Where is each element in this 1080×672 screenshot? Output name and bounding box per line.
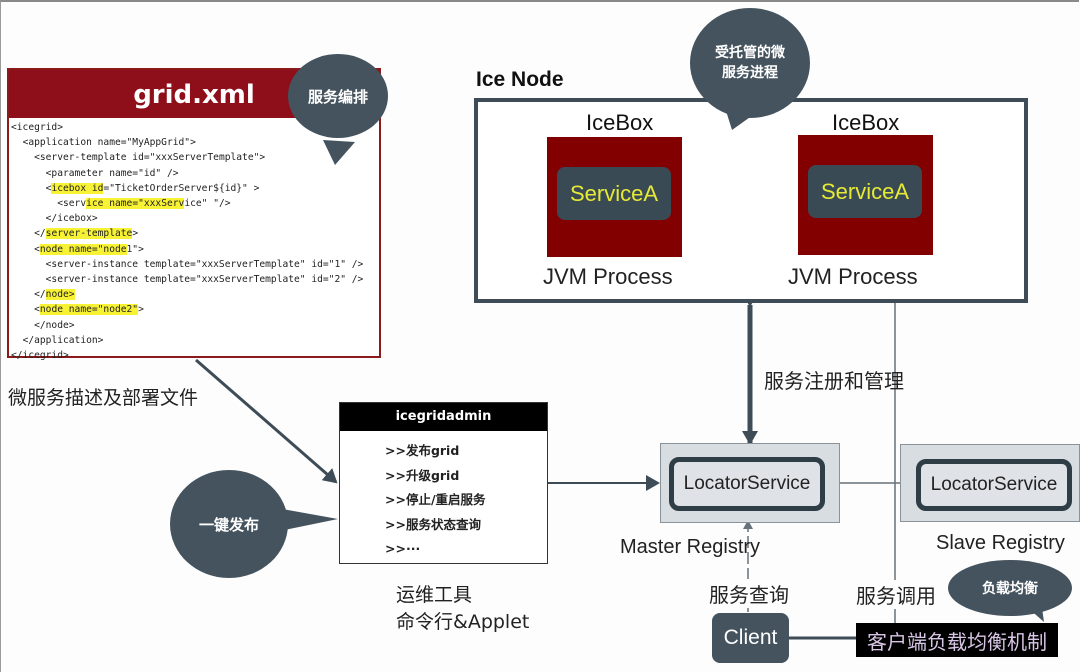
admin-caption: 运维工具 命令行&Applet	[396, 582, 529, 636]
xml-highlight: node name="node2"	[39, 304, 139, 316]
master-registry-label: Master Registry	[620, 536, 761, 558]
service-query-label: 服务查询	[709, 579, 789, 608]
xml-code-line: <server-instance template="xxxServerTemp…	[11, 272, 364, 287]
service-a-2: ServiceA	[808, 165, 922, 218]
xml-code-line: <node name="node2">	[11, 302, 363, 317]
slave-locator-service: LocatorService	[916, 459, 1072, 511]
xml-text: <application name="MyAppGrid">	[22, 137, 196, 149]
icegridadmin-title: icegridadmin	[340, 403, 547, 431]
admin-caption-line-1: 运维工具	[396, 584, 473, 606]
admin-caption-line-2: 命令行&Applet	[396, 611, 530, 633]
xml-text: ="TicketOrderServer${id}" >	[103, 182, 260, 194]
service-a-1: ServiceA	[557, 167, 671, 220]
xml-code-line: </node>	[11, 318, 363, 333]
client-load-balancer: 客户端负载均衡机制	[856, 623, 1058, 657]
xml-text: <serv	[57, 198, 87, 210]
xml-highlight: node name="node	[39, 243, 127, 255]
orchestration-bubble-tail	[323, 140, 355, 165]
xml-code-line: <service name="xxxService" "/>	[11, 196, 363, 211]
xml-text: ice" "/>	[184, 198, 231, 210]
admin-command: >>停止/重启服务	[385, 492, 486, 507]
xml-text: </	[34, 228, 46, 240]
managed-process-bubble: 受托管的微 服务进程	[690, 8, 810, 118]
xml-text: </application>	[22, 334, 104, 346]
xml-code-line: </icegrid>	[11, 348, 363, 363]
client-box: Client	[712, 613, 789, 663]
xml-caption: 微服务描述及部署文件	[8, 387, 199, 409]
service-invoke-label: 服务调用	[856, 580, 936, 609]
admin-command: >>···	[385, 541, 421, 556]
xml-text: <server-template id="xxxServerTemplate">	[34, 152, 266, 164]
xml-text: <parameter name="id" />	[45, 167, 179, 179]
one-click-publish-bubble: 一键发布	[170, 470, 288, 578]
admin-command: >>服务状态查询	[385, 516, 481, 532]
ice-node-title: Ice Node	[476, 68, 564, 91]
xml-text: <	[45, 182, 52, 194]
admin-command-list: >>发布grid >>升级grid >>停止/重启服务 >>服务状态查询 >>·…	[385, 439, 486, 562]
managed-process-line-2: 服务进程	[722, 65, 778, 81]
master-locator-service: LocatorService	[669, 457, 825, 511]
xml-code-line: <server-instance template="xxxServerTemp…	[11, 257, 364, 272]
xml-code-line: <server-template id="xxxServerTemplate">	[11, 150, 363, 165]
admin-command: >>发布grid	[385, 443, 460, 458]
icebox-title-2: IceBox	[832, 110, 900, 135]
xml-highlight: server-template	[45, 228, 133, 240]
icegridadmin-panel: icegridadmin >>发布grid >>升级grid >>停止/重启服务…	[339, 402, 548, 564]
xml-text: </icebox>	[45, 213, 98, 225]
admin-command: >>升级grid	[385, 467, 460, 483]
xml-code-line: <node name="node1">	[11, 242, 363, 257]
xml-highlight: node>	[45, 289, 75, 301]
xml-text: <	[34, 304, 40, 316]
xml-text: </	[34, 289, 46, 301]
xml-text: <	[34, 243, 40, 255]
xml-text: </node>	[34, 319, 75, 331]
slave-registry-label: Slave Registry	[936, 532, 1065, 554]
xml-text: <icegrid>	[11, 122, 63, 133]
icebox-title-1: IceBox	[586, 110, 654, 135]
xml-code-line: <parameter name="id" />	[11, 166, 363, 181]
xml-code-line: </server-template>	[11, 226, 363, 241]
xml-code-line: <icebox id="TicketOrderServer${id}" >	[11, 181, 363, 196]
jvm-process-label-2: JVM Process	[788, 264, 918, 289]
grid-xml-code: <icegrid> <application name="MyAppGrid">…	[11, 120, 363, 363]
managed-process-line-1: 受托管的微	[715, 45, 785, 61]
xml-code-line: <icegrid>	[11, 120, 363, 135]
xml-text: >	[138, 304, 144, 316]
xml-code-line: </application>	[11, 333, 363, 348]
register-manage-label: 服务注册和管理	[764, 369, 904, 393]
load-balance-bubble: 负载均衡	[948, 560, 1072, 616]
xml-code-line: </node>	[11, 287, 363, 302]
xml-code-line: </icebox>	[11, 211, 363, 226]
xml-code-line: <application name="MyAppGrid">	[11, 135, 363, 150]
xml-text: <server-instance template="xxxServerTemp…	[45, 258, 364, 270]
xml-text: <server-instance template="xxxServerTemp…	[45, 274, 364, 286]
xml-text: 1">	[126, 243, 144, 255]
xml-highlight: ice name="xxxServ	[86, 198, 185, 210]
xml-text: >	[132, 228, 139, 240]
jvm-process-label-1: JVM Process	[543, 264, 673, 289]
xml-text: </icegrid>	[11, 350, 69, 362]
xml-highlight: icebox id	[51, 182, 104, 194]
orchestration-bubble: 服务编排	[288, 54, 388, 138]
